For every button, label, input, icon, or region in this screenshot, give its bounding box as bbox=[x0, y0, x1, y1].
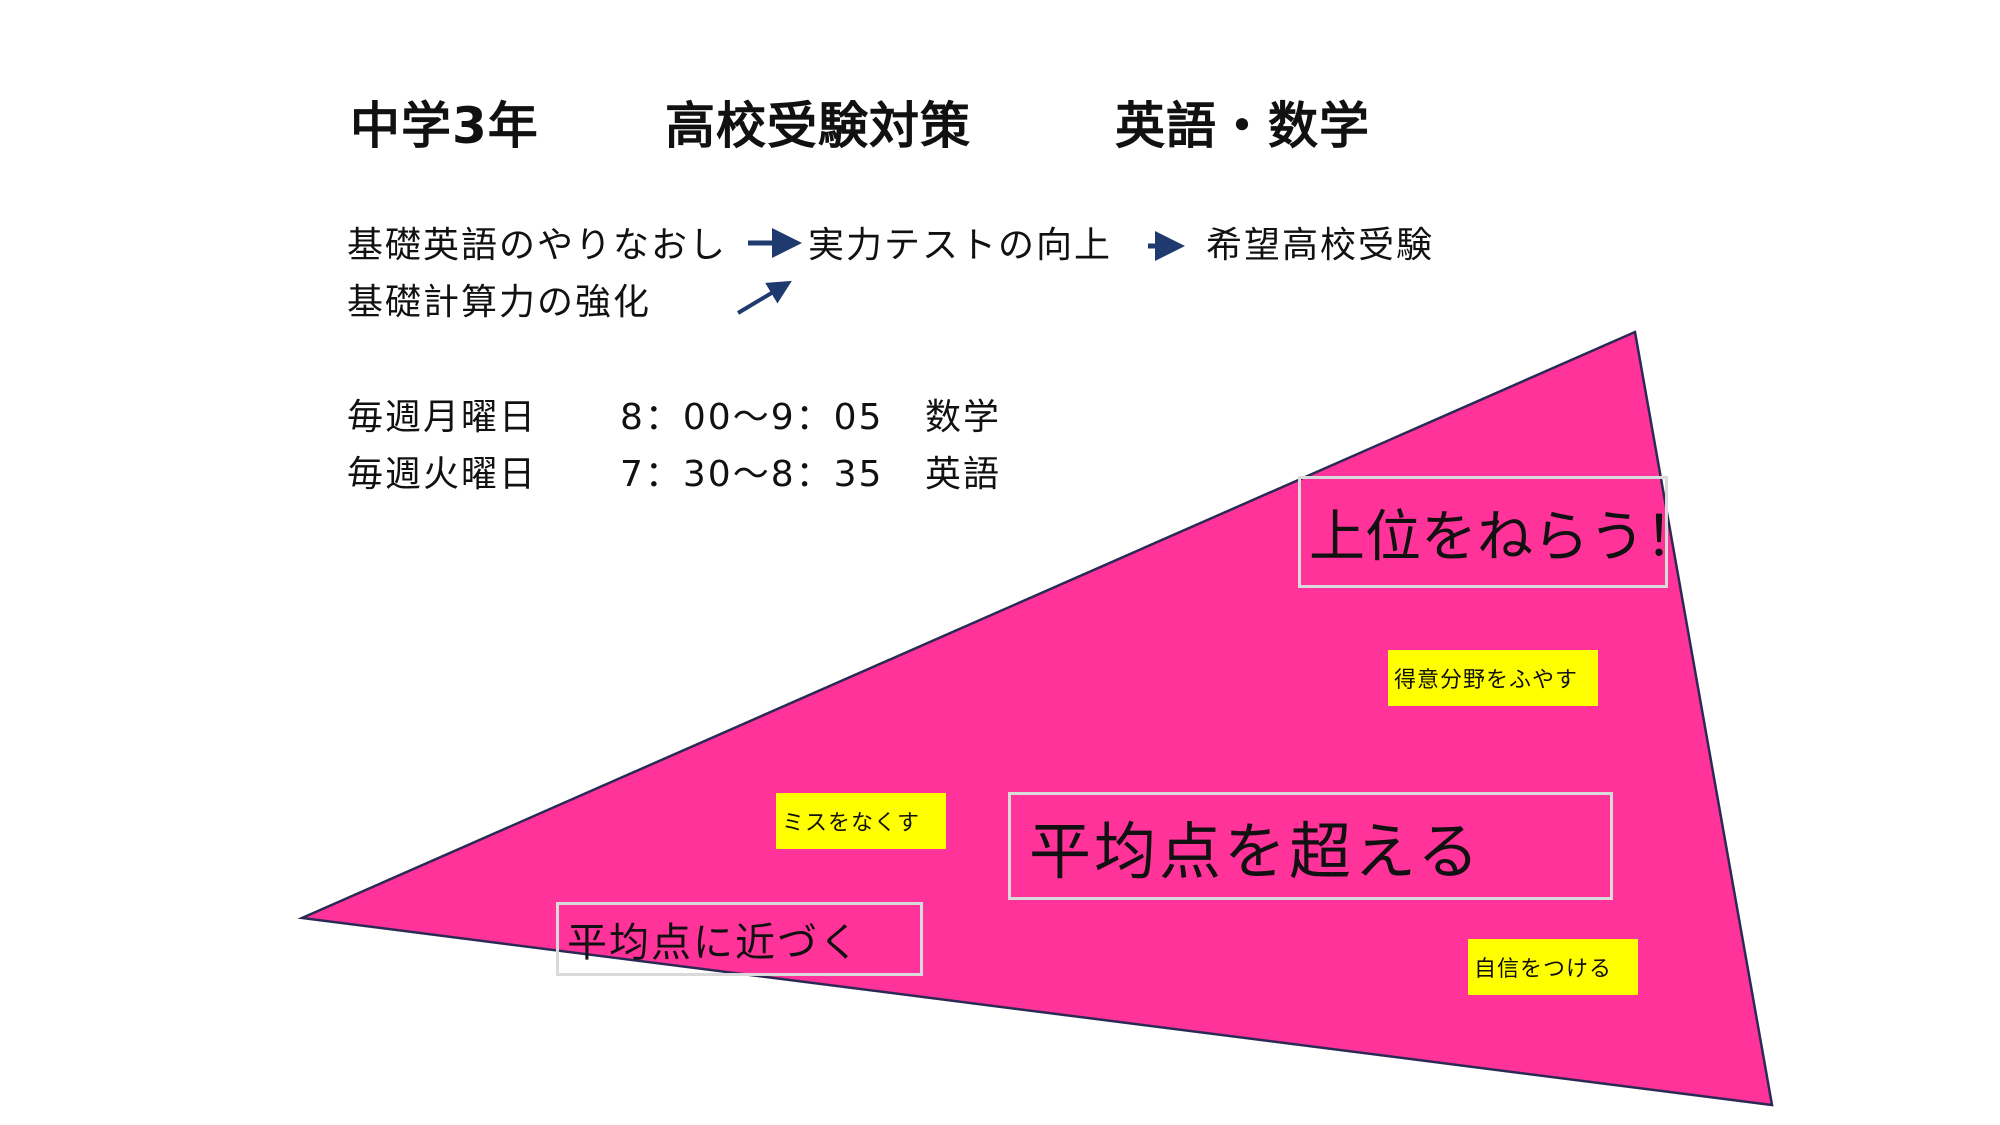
note-top: 得意分野をふやす bbox=[1388, 650, 1598, 706]
flow-step-basic-math: 基礎計算力の強化 bbox=[347, 282, 652, 323]
level-mid-box: 平均点を超える bbox=[1008, 792, 1613, 900]
flow-step-exam: 希望高校受験 bbox=[1206, 225, 1435, 266]
schedule-time: 8：00〜9：05 bbox=[620, 397, 884, 438]
note-mid: ミスをなくす bbox=[776, 793, 946, 849]
note-low-label: 自信をつける bbox=[1474, 957, 1613, 982]
schedule-day: 毎週月曜日 bbox=[347, 397, 538, 438]
level-low-label: 平均点に近づく bbox=[567, 920, 861, 966]
title-course: 高校受験対策 bbox=[665, 97, 971, 155]
schedule-time: 7：30〜8：35 bbox=[620, 454, 884, 495]
note-mid-label: ミスをなくす bbox=[782, 811, 921, 836]
note-low: 自信をつける bbox=[1468, 939, 1638, 995]
pyramid-triangle bbox=[297, 330, 1774, 1107]
level-mid-label: 平均点を超える bbox=[1029, 815, 1483, 888]
level-low-box: 平均点に近づく bbox=[556, 902, 923, 976]
flow-step-basic-english: 基礎英語のやりなおし bbox=[347, 225, 728, 266]
level-top-label: 上位をねらう！ bbox=[1309, 504, 1701, 570]
note-top-label: 得意分野をふやす bbox=[1394, 668, 1579, 693]
title-grade: 中学3年 bbox=[350, 97, 539, 155]
level-top-box: 上位をねらう！ bbox=[1298, 476, 1701, 588]
schedule-day: 毎週火曜日 bbox=[347, 454, 538, 495]
schedule-subject: 英語 bbox=[925, 454, 1002, 495]
schedule-subject: 数学 bbox=[925, 397, 1002, 438]
flow-step-test-improvement: 実力テストの向上 bbox=[808, 225, 1113, 266]
title-subjects: 英語・数学 bbox=[1115, 97, 1370, 155]
